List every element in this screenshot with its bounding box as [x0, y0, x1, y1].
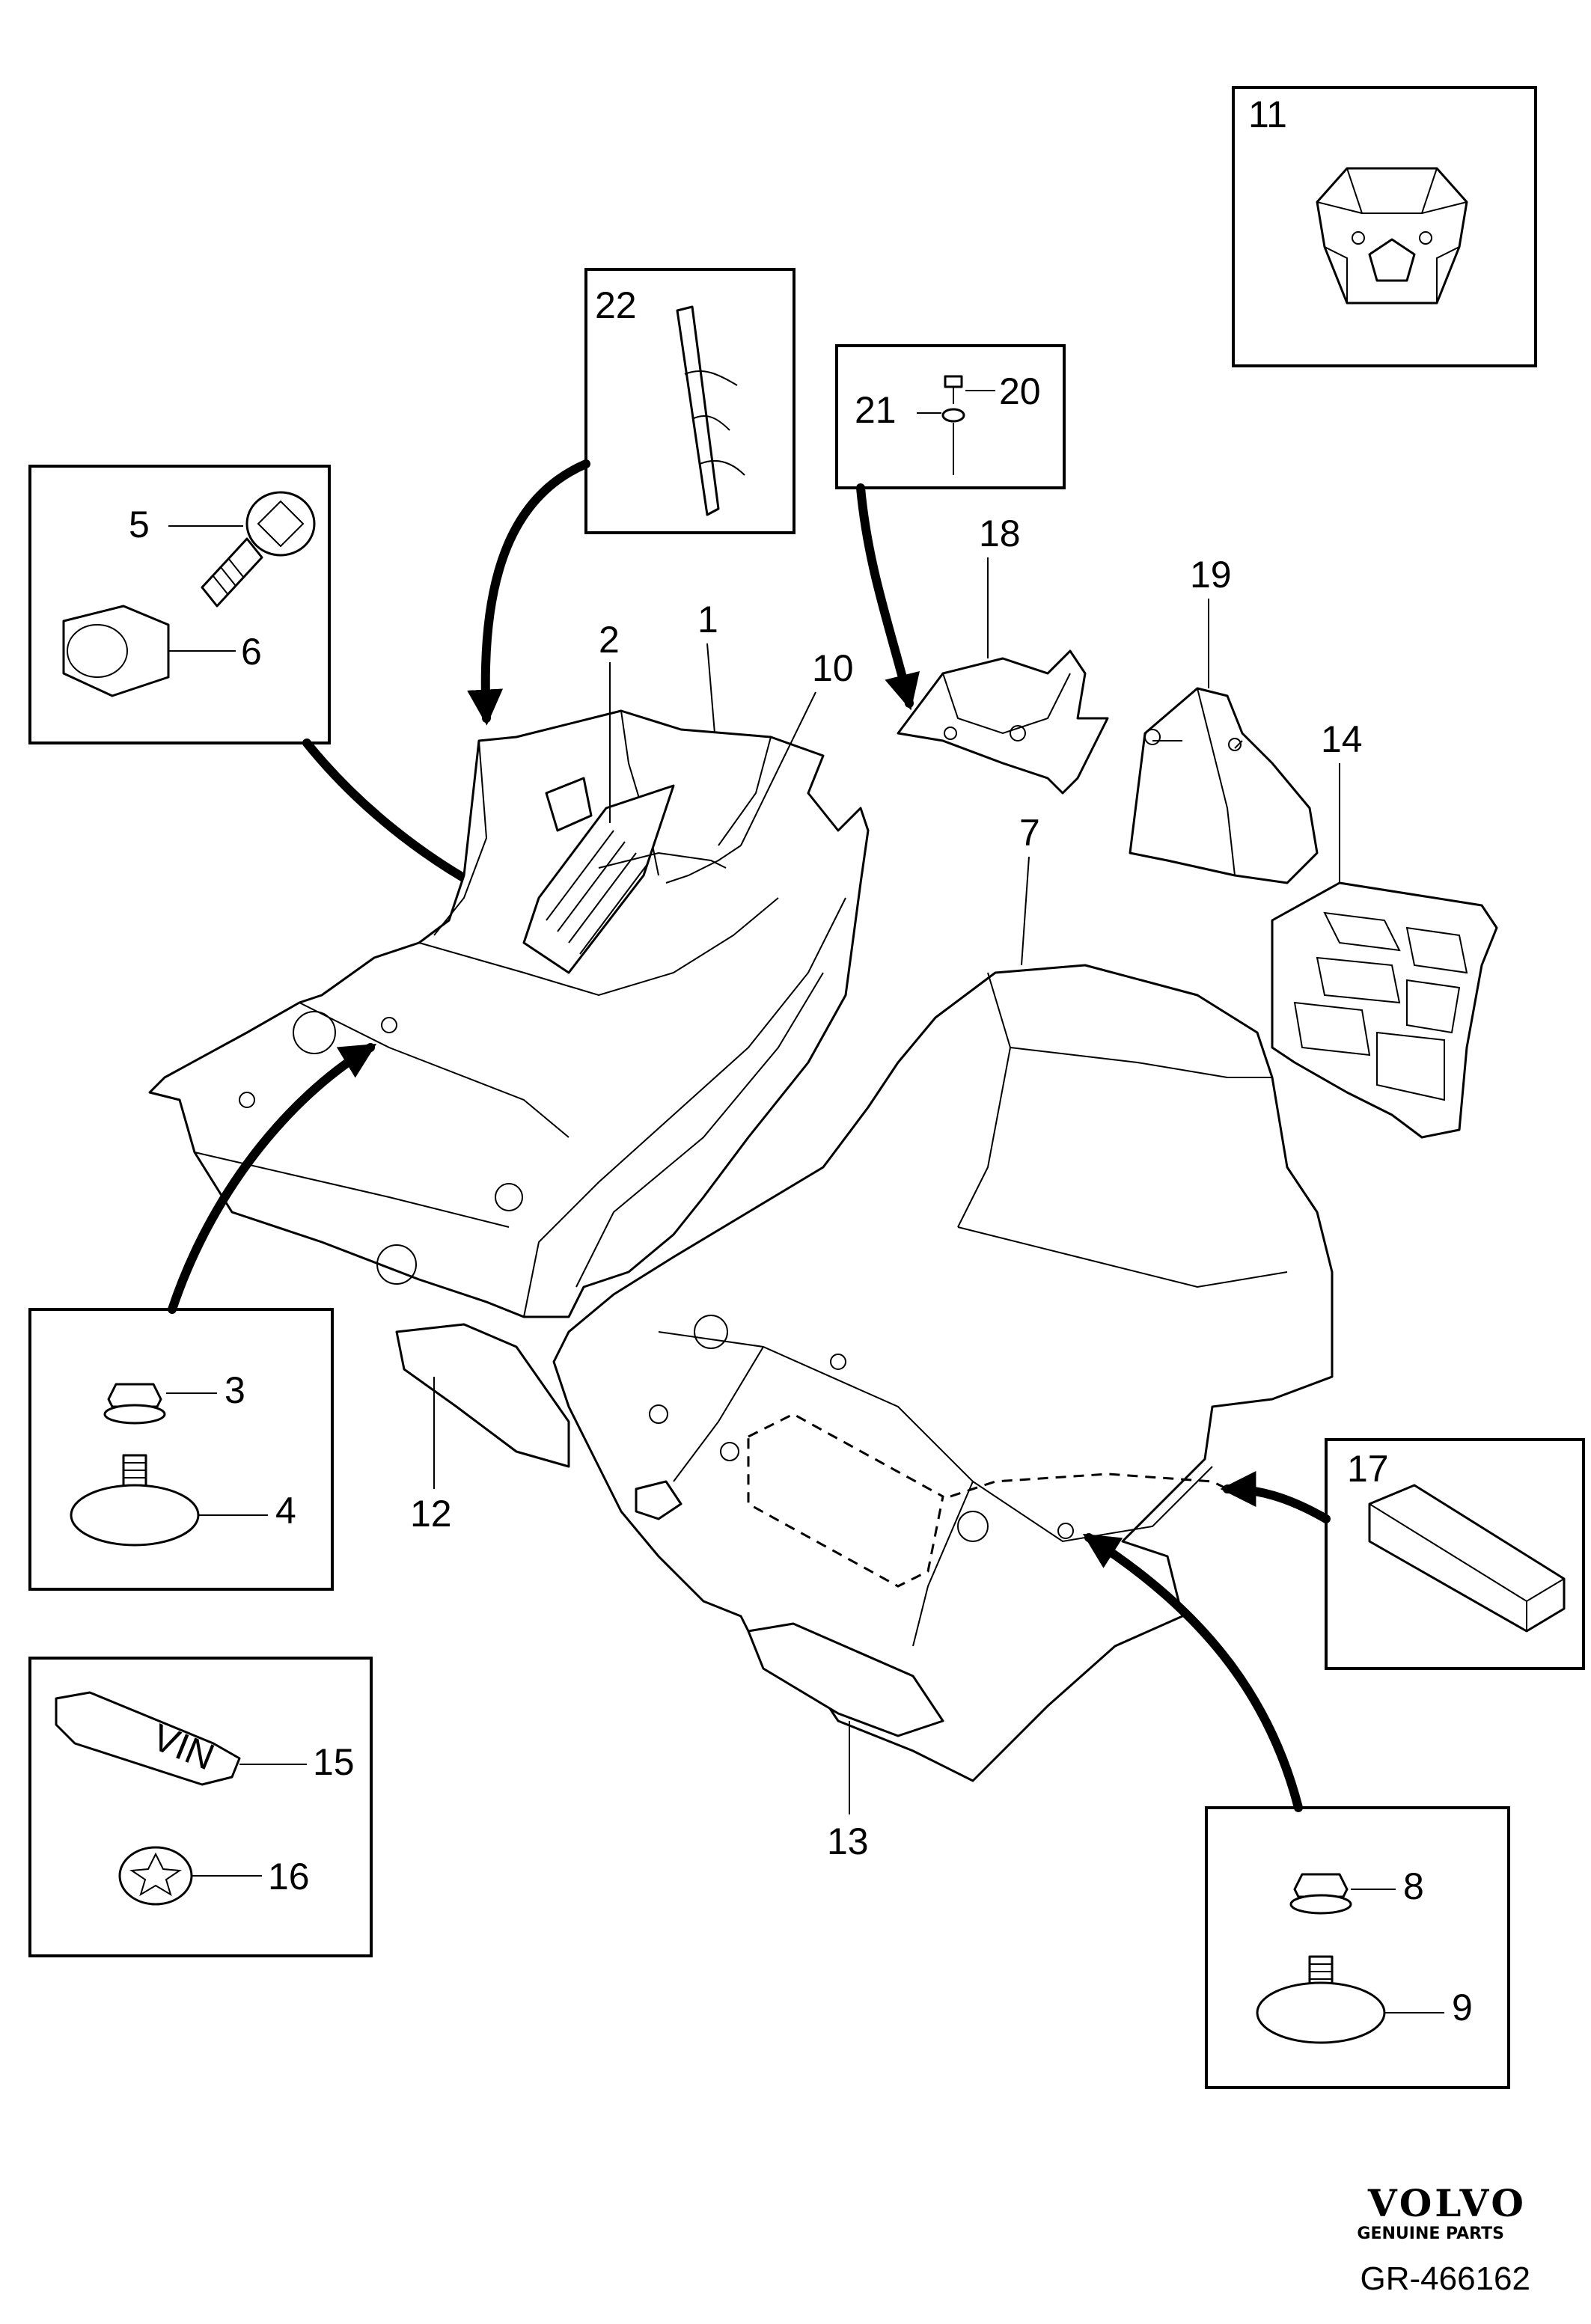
- callout-10: 10: [812, 647, 854, 689]
- callout-8: 8: [1403, 1865, 1424, 1907]
- stud-icon-rear: [1256, 1955, 1386, 2044]
- pedal-cable: [665, 845, 742, 884]
- diagram-reference-number: GR-466162: [1361, 2260, 1530, 2297]
- front-floor-carpet: [148, 709, 870, 1468]
- accelerator-pedal: [522, 784, 727, 974]
- brand-tagline: GENUINE PARTS: [1357, 2224, 1504, 2243]
- callout-2: 2: [599, 619, 620, 661]
- callout-4: 4: [275, 1490, 296, 1532]
- hook-bracket-icon: [676, 305, 745, 516]
- detail-box-17: 17: [1220, 1438, 1585, 1670]
- insulation-mat-14: [1271, 881, 1498, 1139]
- callout-9: 9: [1452, 1987, 1473, 2028]
- star-nut-icon: [118, 1846, 193, 1906]
- detail-box-5-6: 5 6: [28, 465, 523, 910]
- retainer-clip-icon: [1316, 167, 1468, 305]
- washer-icon: [941, 408, 965, 475]
- callout-1: 1: [697, 599, 718, 640]
- callout-11: 11: [1248, 94, 1287, 135]
- detail-box-22: 22: [467, 268, 796, 726]
- callout-18: 18: [979, 513, 1021, 554]
- callout-20: 20: [999, 370, 1041, 412]
- callout-21: 21: [855, 389, 897, 431]
- foam-block-icon: [1368, 1484, 1566, 1633]
- detail-box-8-9: 8 9: [1082, 1533, 1510, 2089]
- push-clip-icon-rear: [1289, 1873, 1352, 1915]
- mounting-bracket-18: [897, 649, 1109, 795]
- callout-13: 13: [827, 1820, 869, 1862]
- push-clip-icon: [103, 1383, 166, 1425]
- side-cover-19: [1129, 687, 1319, 884]
- detail-box-15-16: 15 16 VIN: [28, 1657, 373, 1957]
- detail-box-3-4: 3 4: [28, 1043, 377, 1591]
- main-callouts: 1 2 10 18 19 14 7 12 13: [410, 513, 1363, 1862]
- callout-22: 22: [595, 284, 637, 326]
- callout-14: 14: [1321, 718, 1363, 760]
- detail-box-11: 11: [1232, 86, 1537, 367]
- callout-16: 16: [268, 1856, 310, 1898]
- callout-6: 6: [241, 631, 262, 673]
- callout-19: 19: [1190, 554, 1232, 596]
- screw-icon: [944, 375, 963, 404]
- hex-nut-icon: [62, 605, 170, 697]
- callout-3: 3: [225, 1369, 245, 1411]
- callout-17: 17: [1347, 1448, 1389, 1490]
- callout-15: 15: [313, 1741, 355, 1783]
- callout-7: 7: [1019, 812, 1040, 854]
- torx-bolt-icon: [201, 491, 316, 608]
- detail-box-20-21: 20 21: [835, 344, 1066, 711]
- stud-icon: [70, 1454, 200, 1547]
- volvo-logo: VOLVO GENUINE PARTS: [1357, 2181, 1527, 2243]
- brand-name: VOLVO: [1367, 2181, 1527, 2225]
- callout-12: 12: [410, 1493, 452, 1535]
- callout-5: 5: [129, 504, 150, 545]
